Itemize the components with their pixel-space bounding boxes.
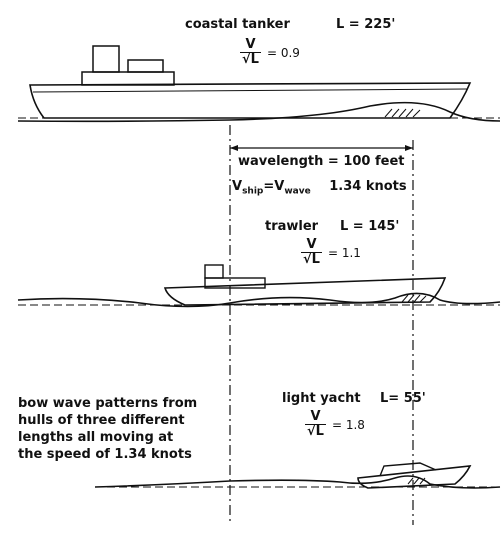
yacht-hatching	[407, 477, 426, 485]
trawler-hatching	[401, 294, 427, 303]
speed-equals: =	[263, 179, 275, 194]
tanker-sheer-line	[32, 88, 468, 93]
trawler-deckhouse	[204, 277, 266, 289]
figure-caption: bow wave patterns from hulls of three di…	[18, 396, 198, 462]
v-ship: V	[232, 179, 243, 194]
arrow-right-icon	[405, 145, 413, 151]
yacht-hull	[357, 465, 472, 489]
yacht-speed-length-ratio: V √L = 1.8	[305, 409, 365, 440]
ratio-numerator: V	[245, 37, 256, 52]
tanker-hatching	[384, 108, 421, 118]
yacht-bow-wave	[94, 475, 501, 489]
tanker-drawing	[17, 45, 501, 123]
tanker-hull	[29, 82, 472, 119]
wavelength-label: wavelength = 100 feet	[238, 154, 405, 169]
trawler-drawing	[17, 264, 501, 308]
ratio-value: = 0.9	[266, 45, 300, 60]
speed-label: Vship=Vwave 1.34 knots	[232, 180, 407, 197]
trawler-bow-wave	[17, 292, 501, 308]
tanker-name: coastal tanker	[185, 17, 290, 32]
ratio-denominator: √L	[240, 52, 261, 68]
yacht-name: light yacht	[282, 391, 361, 406]
yacht-drawing	[94, 462, 501, 489]
speed-value: 1.34 knots	[329, 179, 407, 194]
ratio-value: = 1.8	[331, 417, 365, 432]
trawler-hull	[163, 277, 447, 306]
ratio-denominator: √L	[305, 424, 326, 440]
trawler-name: trawler	[265, 219, 319, 234]
trawler-speed-length-ratio: V √L = 1.1	[301, 237, 361, 268]
arrow-left-icon	[230, 145, 238, 151]
tanker-deckhouse	[81, 71, 175, 86]
tanker-length: L = 225'	[336, 17, 396, 32]
trawler-length: L = 145'	[340, 219, 400, 234]
yacht-length: L= 55'	[380, 391, 426, 406]
ship-subscript: ship	[242, 186, 264, 197]
tanker-funnel	[92, 45, 120, 73]
ratio-denominator: √L	[301, 252, 322, 268]
wave-subscript: wave	[284, 186, 311, 197]
v-wave: V	[274, 179, 285, 194]
trawler-wheelhouse	[204, 264, 224, 279]
ratio-numerator: V	[306, 237, 317, 252]
tanker-speed-length-ratio: V √L = 0.9	[240, 37, 300, 68]
ratio-numerator: V	[310, 409, 321, 424]
tanker-bow-wave	[17, 101, 501, 123]
ratio-value: = 1.1	[327, 245, 361, 260]
tanker-bridge	[127, 59, 164, 73]
yacht-cabin	[379, 462, 437, 477]
